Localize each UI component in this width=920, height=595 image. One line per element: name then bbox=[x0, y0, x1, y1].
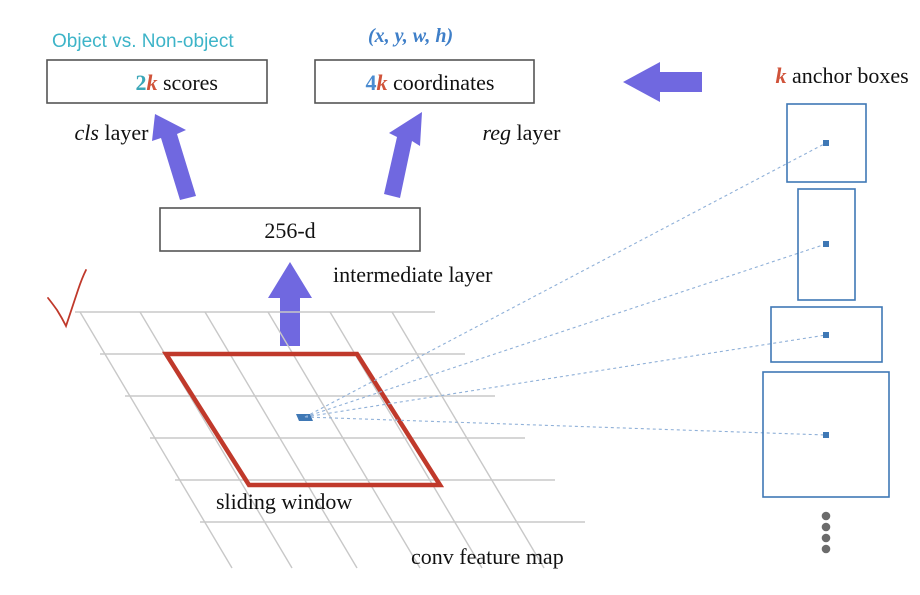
anchor-heading: k anchor boxes bbox=[748, 63, 920, 88]
intermediate-layer-label: intermediate layer bbox=[333, 262, 493, 287]
vertical-ellipsis-icon bbox=[821, 511, 831, 554]
to-intermediate-arrow bbox=[268, 262, 312, 346]
coordinates-k: k bbox=[377, 70, 388, 95]
intermediate-box-label: 256-d bbox=[264, 218, 315, 243]
coordinates-number: 4 bbox=[366, 70, 377, 95]
anchor-box-1 bbox=[786, 103, 867, 183]
to-cls-arrow bbox=[152, 114, 196, 200]
scores-k: k bbox=[147, 70, 158, 95]
cls-italic: cls bbox=[75, 120, 99, 145]
scores-box bbox=[46, 59, 268, 104]
anchor-center-4 bbox=[823, 432, 829, 438]
cls-caption: Object vs. Non-object bbox=[52, 31, 234, 52]
scores-number: 2 bbox=[136, 70, 147, 95]
coordinates-label: 4k coordinates bbox=[338, 70, 511, 95]
sliding-window-label: sliding window bbox=[216, 489, 352, 514]
to-reg-arrow bbox=[384, 112, 422, 198]
anchor-center-2 bbox=[823, 241, 829, 247]
scores-word: scores bbox=[158, 70, 218, 95]
window-center-marker bbox=[296, 414, 313, 421]
intermediate-box bbox=[159, 207, 421, 252]
coordinates-word: coordinates bbox=[388, 70, 495, 95]
checkmark-icon bbox=[47, 269, 87, 329]
anchor-k: k bbox=[776, 63, 787, 88]
anchor-center-1 bbox=[823, 140, 829, 146]
sliding-window-frame bbox=[161, 351, 445, 488]
anchor-box-2 bbox=[797, 188, 856, 301]
anchor-center-3 bbox=[823, 332, 829, 338]
cls-word: layer bbox=[99, 120, 149, 145]
anchor-boxes bbox=[762, 103, 890, 498]
cls-layer-label: cls layer bbox=[47, 120, 165, 145]
reg-word: layer bbox=[511, 120, 561, 145]
scores-label: 2k scores bbox=[108, 70, 234, 95]
coordinates-box bbox=[314, 59, 535, 104]
feature-map-grid bbox=[75, 311, 585, 569]
feature-map-label: conv feature map bbox=[411, 544, 564, 569]
anchor-to-reg-arrow bbox=[623, 62, 702, 102]
anchor-connectors bbox=[304, 142, 827, 436]
reg-italic: reg bbox=[483, 120, 512, 145]
anchor-box-4 bbox=[762, 371, 890, 498]
reg-layer-label: reg layer bbox=[455, 120, 577, 145]
reg-caption: (x, y, w, h) bbox=[368, 25, 453, 47]
anchor-box-3 bbox=[770, 306, 883, 363]
anchor-word: anchor boxes bbox=[787, 63, 909, 88]
